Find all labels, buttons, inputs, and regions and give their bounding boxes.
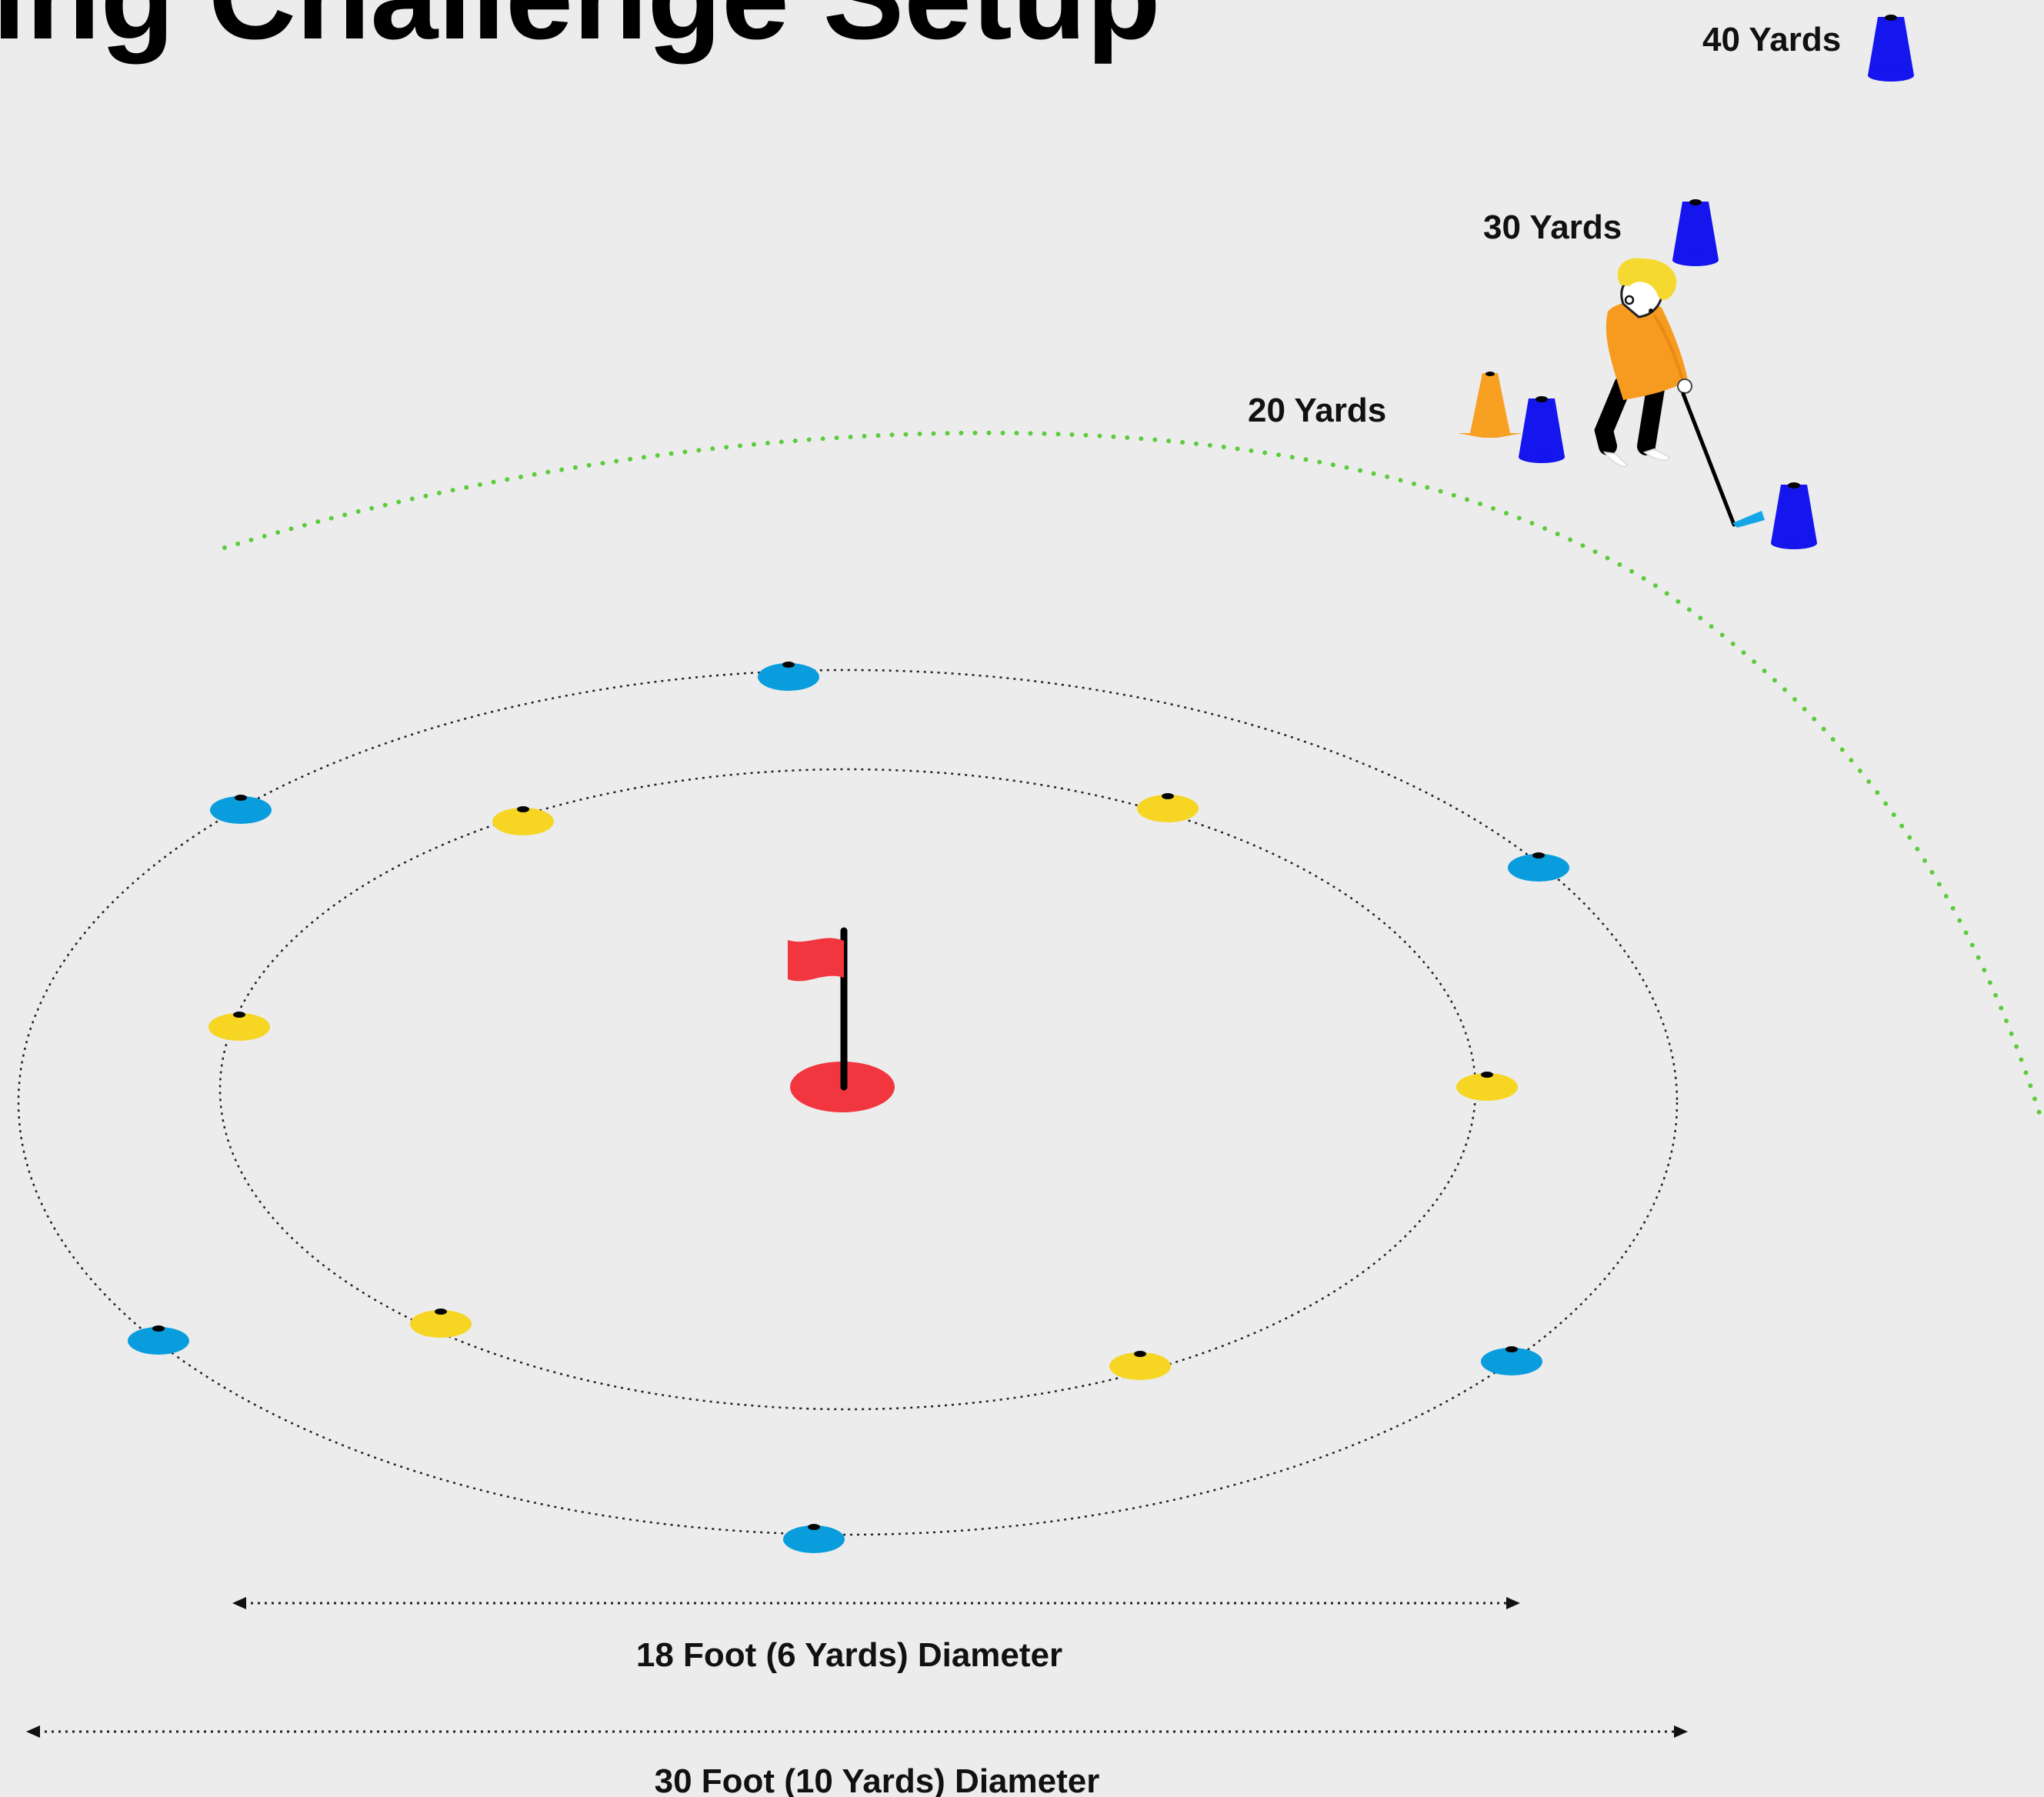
label-40-yards: 40 Yards <box>1702 21 1841 58</box>
distance-cones <box>1458 15 1914 549</box>
flag <box>788 938 844 981</box>
inner-disc-cone-icon <box>492 806 554 835</box>
outer-disc-cone-icon <box>1481 1346 1542 1375</box>
outer-disc-cone-icon <box>210 795 272 824</box>
inner-diameter-label: 18 Foot (6 Yards) Diameter <box>636 1636 1062 1674</box>
outer-disc-cone-icon <box>128 1325 189 1355</box>
inner-disc-cone-icon <box>1137 793 1199 822</box>
outer-disc-cone-icon <box>758 662 819 691</box>
outer-disc-cone-icon <box>783 1524 845 1553</box>
inner-disc-cone-icon <box>1109 1351 1171 1380</box>
label-30-yards: 30 Yards <box>1483 208 1622 246</box>
golfer-icon <box>1604 258 1765 528</box>
tall-cone-30-yards <box>1672 199 1719 266</box>
tall-cone-20-yards <box>1519 396 1565 463</box>
page-title: ing Challenge Setup <box>0 0 1161 65</box>
outer-diameter-arrow <box>26 1725 1688 1738</box>
label-20-yards: 20 Yards <box>1248 392 1386 429</box>
inner-disc-cone-icon <box>208 1012 270 1041</box>
outer-diameter-label: 30 Foot (10 Yards) Diameter <box>655 1762 1100 1797</box>
inner-diameter-arrow <box>232 1597 1520 1609</box>
orange-cone <box>1458 372 1522 438</box>
outer-disc-cone-icon <box>1508 852 1569 882</box>
tall-cone-40-yards <box>1868 15 1914 82</box>
inner-disc-cone-icon <box>1456 1072 1518 1101</box>
ball-path-arc <box>225 433 2042 1123</box>
tall-cone-start <box>1771 482 1817 549</box>
inner-disc-cone-icon <box>410 1309 472 1338</box>
golf-flag-icon <box>788 931 895 1112</box>
